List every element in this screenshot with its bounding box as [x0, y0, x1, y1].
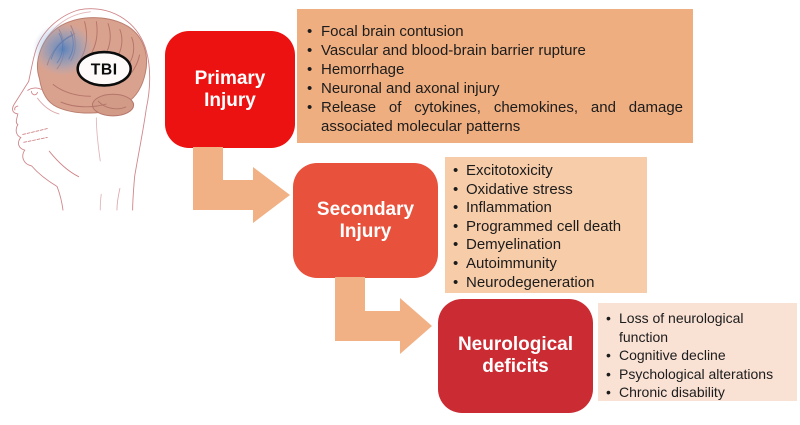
tbi-label: TBI [91, 62, 118, 79]
bullet-icon: • [307, 23, 313, 40]
arrow-secondary-to-deficits [335, 277, 432, 354]
bullet-icon: • [307, 80, 313, 97]
neurological-deficits-list: •Loss of neurological function •Cognitiv… [598, 303, 797, 401]
cerebellum [91, 93, 135, 117]
list-item: •Cognitive decline [606, 347, 726, 363]
list-item: •Neuronal and axonal injury [307, 80, 500, 97]
list-item: •Oxidative stress [453, 180, 573, 198]
list-item: •Hemorrhage [307, 61, 405, 78]
bullet-icon: • [453, 217, 459, 235]
stage-box-secondary-injury: Secondary Injury [293, 163, 438, 278]
bullet-icon: • [453, 236, 459, 254]
secondary-injury-list: •Excitotoxicity •Oxidative stress •Infla… [445, 157, 647, 293]
stage-title: Neurological deficits [457, 334, 574, 377]
bullet-icon: • [453, 199, 459, 217]
bullet-icon: • [307, 61, 313, 78]
list-item: •Neurodegeneration [453, 273, 595, 291]
bullet-icon: • [606, 310, 611, 326]
arrow-primary-to-secondary [193, 147, 290, 223]
list-item: •Chronic disability [606, 384, 725, 400]
list-item: •Inflammation [453, 199, 552, 217]
bent-arrow-icon [193, 147, 290, 223]
list-item: •Loss of neurological function [606, 310, 744, 345]
stage-title: Primary Injury [194, 67, 266, 111]
list-item: •Demyelination [453, 236, 562, 254]
bullet-icon: • [606, 365, 611, 382]
list-item: •Programmed cell death [453, 217, 622, 235]
bullet-icon: • [606, 384, 611, 400]
list-item: •Focal brain contusion [307, 23, 464, 40]
list-item: •Release of cytokines, chemokines, and d… [307, 99, 683, 135]
list-item: •Excitotoxicity [453, 162, 553, 179]
stage-box-neurological-deficits: Neurological deficits [438, 299, 593, 413]
bullet-icon: • [453, 273, 459, 291]
bullet-icon: • [307, 42, 313, 59]
bent-arrow-icon [335, 277, 432, 354]
primary-injury-list: •Focal brain contusion •Vascular and blo… [297, 9, 693, 143]
bullet-icon: • [307, 99, 313, 116]
bullet-icon: • [606, 347, 611, 363]
bullet-icon: • [453, 162, 459, 179]
list-item: •Autoimmunity [453, 254, 557, 272]
list-item: •Vascular and blood-brain barrier ruptur… [307, 42, 586, 59]
tbi-label-badge: TBI [76, 50, 132, 87]
stage-box-primary-injury: Primary Injury [165, 31, 295, 148]
tbi-head-illustration: TBI [12, 8, 151, 211]
stage-title: Secondary Injury [316, 198, 415, 242]
list-item: •Psychological alterations [606, 365, 774, 382]
bullet-icon: • [453, 254, 459, 272]
bullet-icon: • [453, 180, 459, 198]
